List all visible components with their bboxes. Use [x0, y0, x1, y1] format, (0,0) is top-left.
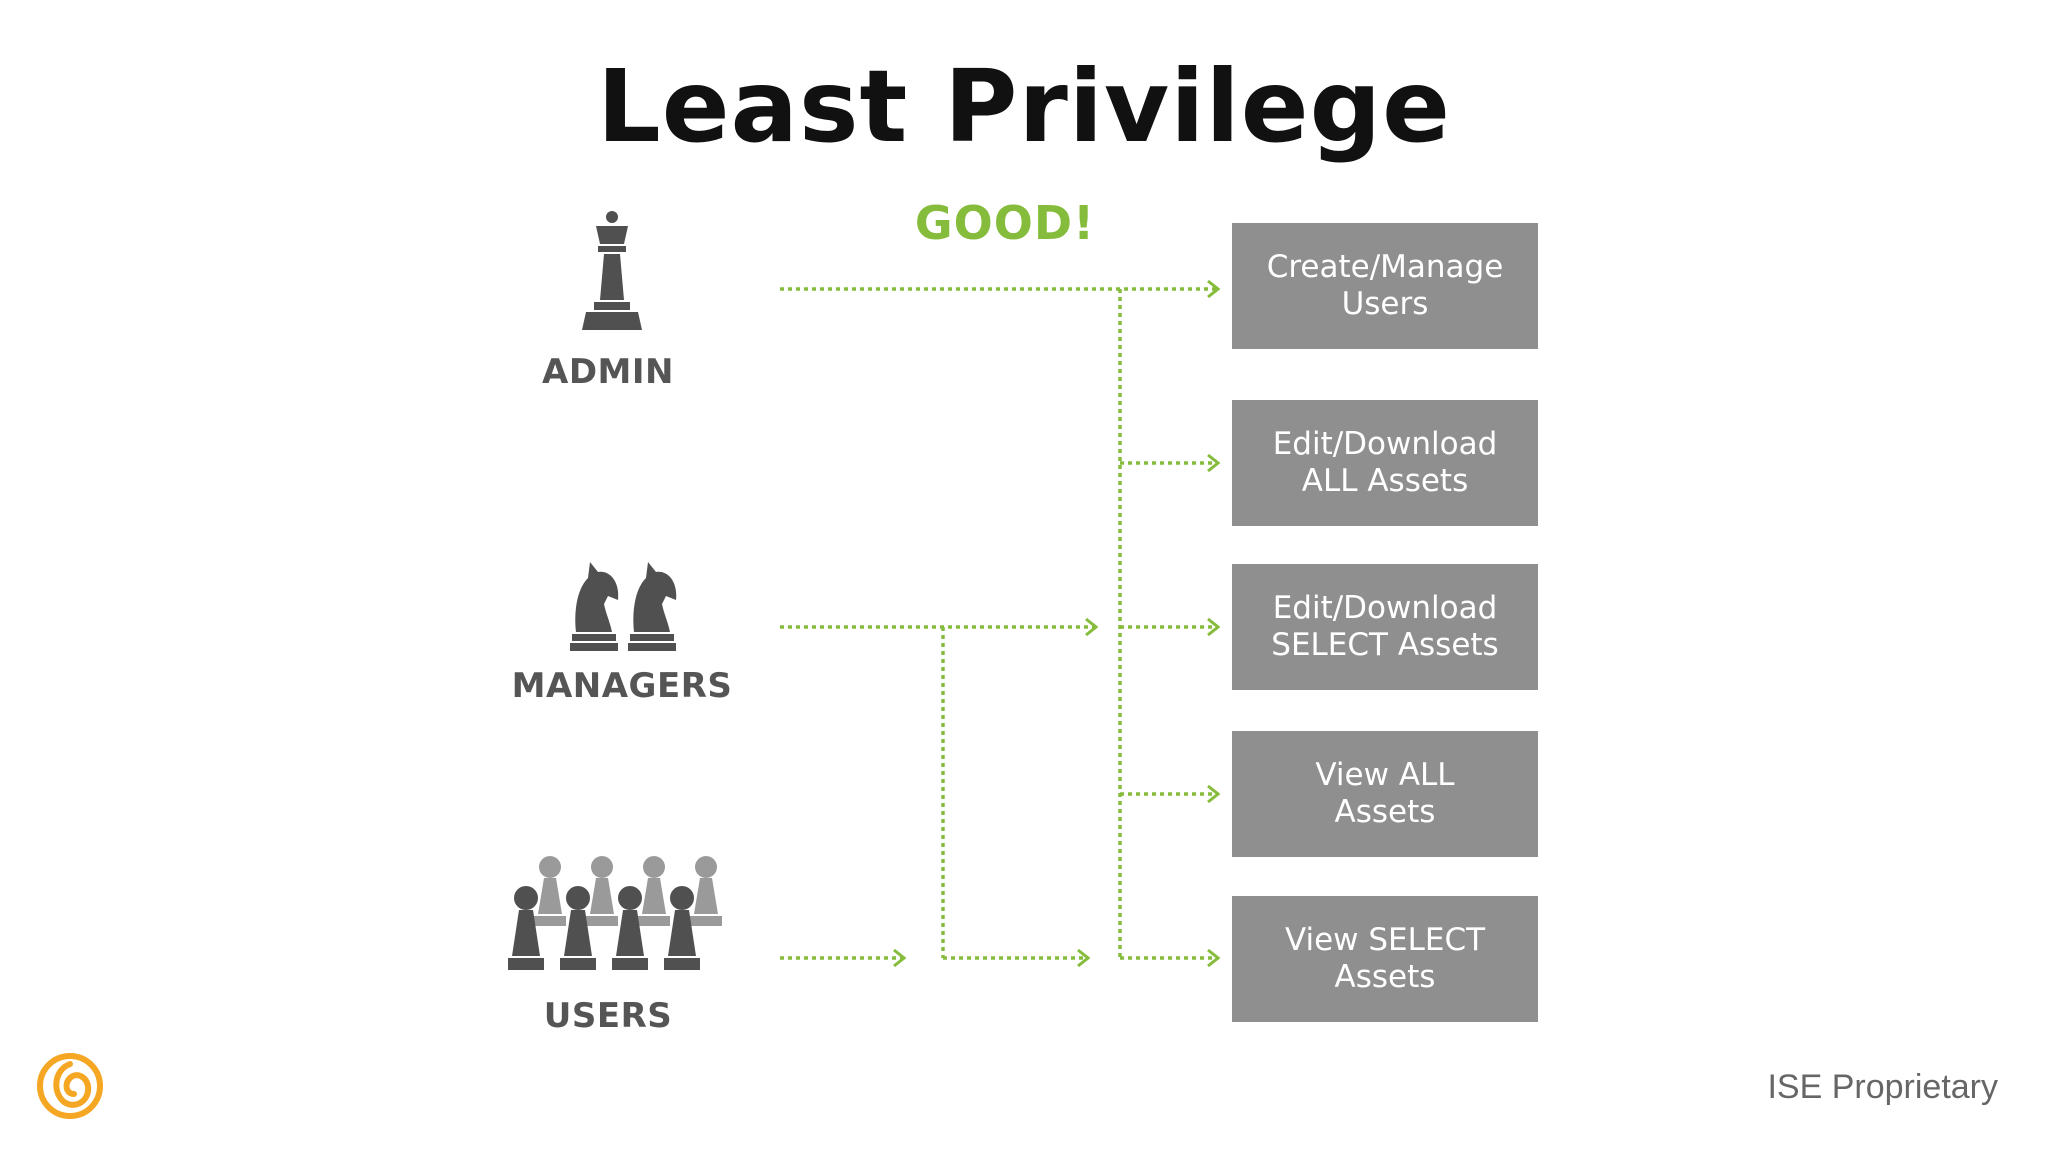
company-logo-icon	[37, 1053, 103, 1119]
slide-title: Least Privilege	[596, 48, 1451, 165]
footer-text: ISE Proprietary	[1767, 1068, 1998, 1106]
chess-queen-icon	[582, 211, 642, 330]
permission-view-select: View SELECT Assets	[1232, 896, 1538, 1022]
chess-pawns-icon	[508, 856, 722, 970]
permission-create-manage-users: Create/Manage Users	[1232, 223, 1538, 349]
role-label-users: USERS	[543, 996, 673, 1036]
good-label: GOOD!	[914, 196, 1096, 250]
permission-edit-download-all: Edit/Download ALL Assets	[1232, 400, 1538, 526]
role-label-admin: ADMIN	[542, 352, 674, 392]
chess-knights-icon	[570, 562, 677, 651]
role-label-managers: MANAGERS	[511, 666, 733, 706]
permission-view-all: View ALL Assets	[1232, 731, 1538, 857]
permission-edit-download-select: Edit/Download SELECT Assets	[1232, 564, 1538, 690]
